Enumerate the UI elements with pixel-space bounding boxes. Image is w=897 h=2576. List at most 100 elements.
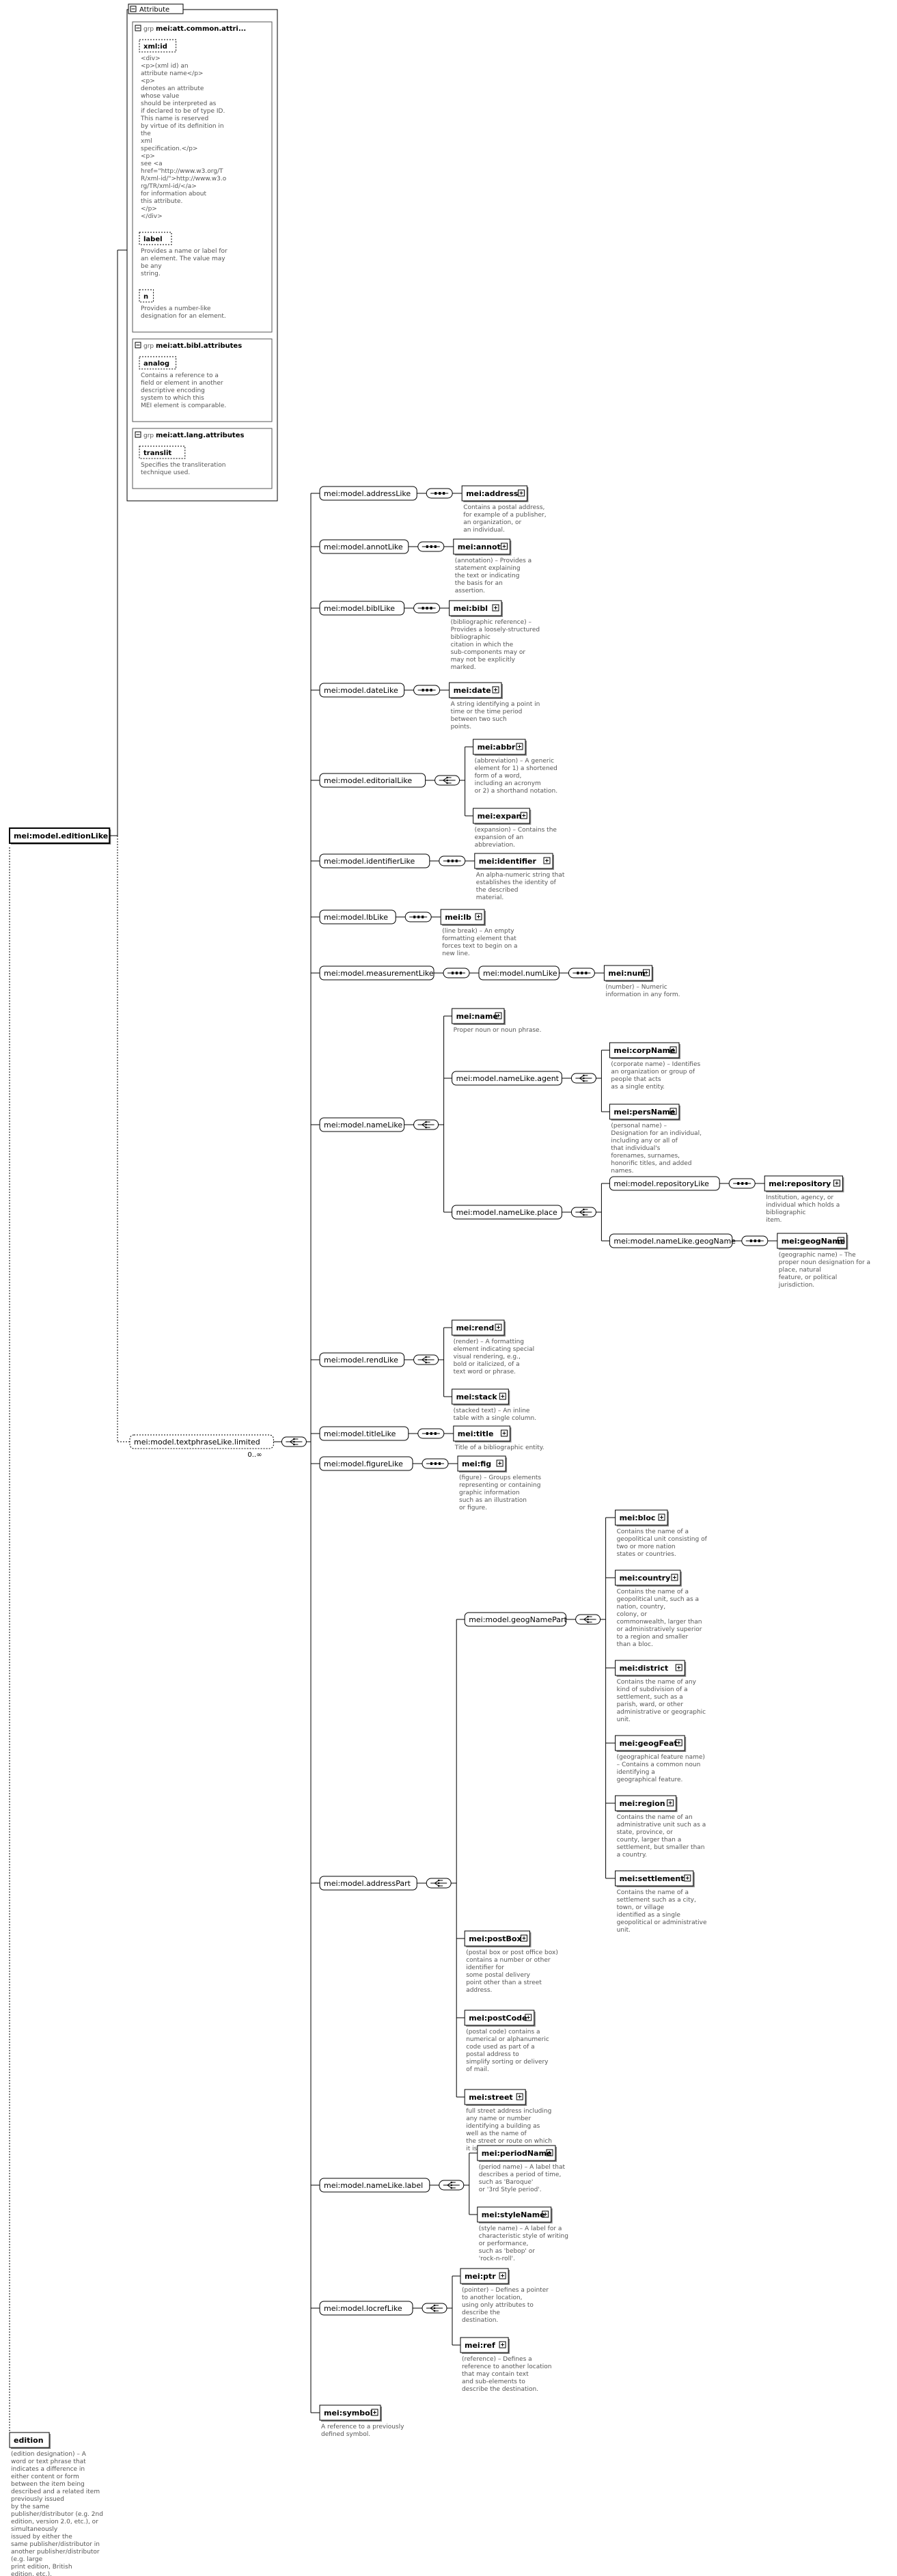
group-box[interactable]: mei:model.editorialLike bbox=[319, 773, 426, 788]
group-box[interactable]: mei:model.figureLike bbox=[319, 1456, 413, 1471]
compositor-dot bbox=[422, 916, 424, 918]
element-name: mei:rend bbox=[456, 1324, 495, 1332]
element-box[interactable]: mei:annot bbox=[453, 538, 512, 556]
group-box[interactable]: mei:model.nameLike.geogName bbox=[609, 1233, 736, 1248]
attribute-box[interactable] bbox=[139, 289, 154, 303]
element-box[interactable]: mei:ref bbox=[460, 2337, 510, 2354]
element-doc: – Contains a common noun bbox=[617, 1762, 701, 1768]
element-box[interactable]: mei:corpName bbox=[609, 1042, 680, 1059]
sequence-compositor bbox=[426, 488, 453, 499]
box-frame bbox=[9, 2432, 50, 2448]
compositor-dot bbox=[425, 1123, 427, 1126]
group-box[interactable]: mei:model.geogNamePart bbox=[464, 1612, 568, 1627]
element-doc: representing or containing bbox=[459, 1482, 540, 1489]
attribute-box[interactable] bbox=[139, 446, 186, 459]
element-box[interactable]: mei:title bbox=[453, 1425, 512, 1442]
attribute-box[interactable] bbox=[139, 356, 177, 370]
group-box[interactable]: mei:model.identifierLike bbox=[319, 853, 430, 868]
group-box[interactable]: mei:model.measurementLike bbox=[319, 965, 434, 981]
element-doc: An alpha-numeric string that bbox=[476, 872, 565, 879]
attribute-tab[interactable] bbox=[128, 3, 184, 14]
group-box[interactable]: mei:model.locrefLike bbox=[319, 2301, 413, 2316]
element-box[interactable]: mei:ptr bbox=[460, 2268, 510, 2285]
element-box[interactable]: mei:lb bbox=[440, 909, 486, 926]
attribute-name: xml:id bbox=[143, 43, 167, 51]
compositor-dot bbox=[293, 1440, 295, 1443]
element-box[interactable]: mei:settlement bbox=[615, 1870, 695, 1887]
element-doc: place, natural bbox=[779, 1267, 821, 1274]
group-box[interactable]: mei:model.numLike bbox=[478, 965, 560, 981]
group-box[interactable]: mei:model.addressLike bbox=[319, 486, 417, 501]
element-doc: jurisdiction. bbox=[778, 1282, 814, 1289]
compositor-dot bbox=[437, 1879, 440, 1882]
compositor-dot bbox=[413, 916, 416, 918]
element-box[interactable]: mei:geogName bbox=[777, 1233, 848, 1250]
attribute-group-frame bbox=[132, 338, 273, 422]
element-box[interactable]: mei:name bbox=[452, 1008, 506, 1025]
element-box[interactable]: mei:region bbox=[615, 1795, 678, 1812]
choice-compositor bbox=[439, 2180, 465, 2191]
group-box[interactable]: mei:model.nameLike.agent bbox=[452, 1071, 562, 1086]
element-box[interactable]: mei:country bbox=[615, 1570, 682, 1587]
group-box[interactable]: mei:model.rendLike bbox=[319, 1352, 405, 1367]
element-doc: bibliographic bbox=[766, 1209, 805, 1216]
element-doc: Contains a postal address, bbox=[463, 504, 544, 511]
element-name: mei:geogName bbox=[782, 1237, 845, 1246]
group-box[interactable]: mei:model.lbLike bbox=[319, 909, 396, 924]
element-box[interactable]: mei:address bbox=[461, 485, 529, 502]
attribute-box[interactable] bbox=[139, 232, 172, 245]
element-name: mei:district bbox=[620, 1664, 669, 1673]
element-box[interactable]: mei:rend bbox=[452, 1319, 506, 1337]
element-name: mei:styleName bbox=[482, 2210, 545, 2219]
element-doc: such as 'bebop' or bbox=[479, 2248, 535, 2255]
element-doc: the street or route on which bbox=[466, 2138, 552, 2145]
element-box[interactable]: mei:fig bbox=[457, 1455, 508, 1472]
element-box[interactable]: mei:abbr bbox=[473, 739, 527, 756]
element-box[interactable]: mei:identifier bbox=[474, 853, 554, 870]
element-box[interactable]: edition bbox=[9, 2432, 51, 2449]
element-box[interactable]: mei:persName bbox=[609, 1104, 680, 1121]
element-box[interactable]: mei:bibl bbox=[449, 600, 503, 617]
group-box[interactable]: mei:model.annotLike bbox=[319, 539, 409, 554]
element-box[interactable]: mei:repository bbox=[764, 1175, 844, 1192]
element-box[interactable]: mei:periodName bbox=[477, 2145, 557, 2162]
element-box[interactable]: mei:num bbox=[603, 965, 654, 982]
group-box[interactable]: mei:model.textphraseLike.limited bbox=[129, 1434, 274, 1449]
group-box[interactable]: mei:model.nameLike bbox=[319, 1117, 405, 1132]
group-box[interactable]: mei:model.biblLike bbox=[319, 601, 405, 616]
group-box[interactable]: mei:model.dateLike bbox=[319, 683, 405, 698]
element-box[interactable]: mei:bloc bbox=[615, 1509, 669, 1526]
element-box[interactable]: mei:stack bbox=[452, 1388, 510, 1406]
element-box[interactable]: mei:geogFeat bbox=[615, 1735, 687, 1752]
element-name: mei:address bbox=[466, 489, 519, 498]
element-doc: establishes the identity of bbox=[476, 879, 557, 886]
group-box[interactable]: mei:model.addressPart bbox=[319, 1876, 417, 1891]
element-doc: item. bbox=[766, 1217, 782, 1224]
attribute-doc: </p> bbox=[141, 206, 157, 213]
element-doc: unit. bbox=[617, 1716, 631, 1723]
group-name: mei:model.measurementLike bbox=[324, 969, 434, 978]
element-name: mei:fig bbox=[462, 1460, 491, 1468]
element-box[interactable]: mei:date bbox=[449, 682, 503, 699]
group-box[interactable]: mei:model.repositoryLike bbox=[609, 1176, 720, 1191]
element-doc: town, or village bbox=[617, 1904, 665, 1911]
group-box[interactable]: mei:model.nameLike.place bbox=[452, 1205, 562, 1220]
element-box[interactable]: mei:expan bbox=[473, 808, 532, 825]
element-box[interactable]: mei:postBox bbox=[464, 1930, 532, 1947]
element-name: mei:identifier bbox=[479, 857, 537, 866]
element-box[interactable]: mei:district bbox=[615, 1660, 687, 1677]
element-box[interactable]: mei:styleName bbox=[477, 2206, 553, 2223]
group-box[interactable]: mei:model.nameLike.label bbox=[319, 2178, 430, 2193]
element-box[interactable]: mei:symbol bbox=[319, 2404, 382, 2422]
group-box[interactable]: mei:model.titleLike bbox=[319, 1426, 409, 1441]
compositor-dot bbox=[460, 972, 462, 974]
element-name: mei:num bbox=[608, 969, 645, 978]
sequence-compositor bbox=[422, 1458, 449, 1469]
element-box[interactable]: mei:model.editionLike bbox=[9, 827, 111, 845]
element-box[interactable]: mei:street bbox=[464, 2089, 527, 2106]
element-name: mei:geogFeat bbox=[620, 1739, 678, 1748]
element-doc: administrative or geographic bbox=[617, 1709, 706, 1716]
compositor-dot bbox=[426, 607, 428, 609]
attribute-box[interactable] bbox=[139, 39, 177, 53]
element-box[interactable]: mei:postCode bbox=[464, 2010, 536, 2027]
